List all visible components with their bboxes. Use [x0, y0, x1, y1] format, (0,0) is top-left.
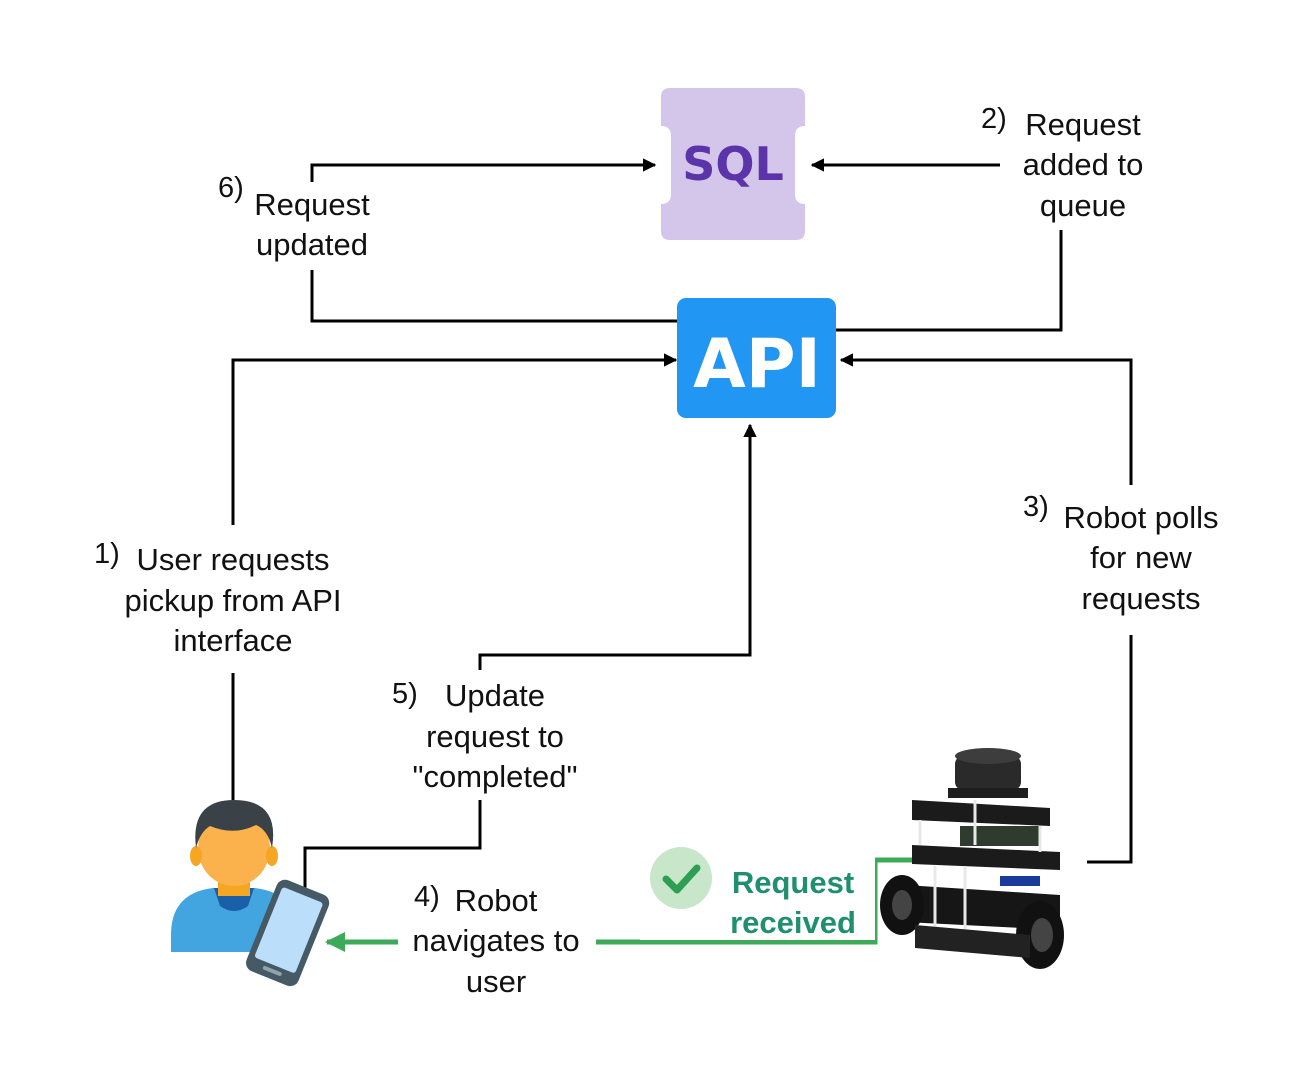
robot-icon — [880, 748, 1064, 969]
step-5-line-1: Update — [445, 678, 545, 713]
sql-database-icon — [661, 88, 805, 240]
step-6-label: 6) Request updated — [218, 172, 370, 262]
check-badge — [650, 847, 712, 909]
step-3-line-1: Robot polls — [1063, 500, 1218, 535]
request-received-status: Request received — [640, 840, 875, 940]
step-1-line-3: interface — [174, 623, 293, 658]
step-2-line-2: added to — [1023, 147, 1144, 182]
step-3-number: 3) — [1023, 491, 1049, 523]
sql-label: SQL — [682, 137, 784, 191]
step-6-line-2: updated — [256, 227, 368, 262]
api-box — [677, 298, 836, 418]
edge-api-to-sql-queue — [810, 158, 1063, 332]
step-5-number: 5) — [392, 678, 418, 710]
step-5-label: 5) Update request to "completed" — [392, 678, 578, 794]
step-1-line-2: pickup from API — [124, 583, 341, 618]
step-4-line-1: Robot — [455, 883, 538, 918]
step-2-label: 2) Request added to queue — [981, 103, 1143, 223]
api-label: API — [693, 325, 821, 404]
step-1-number: 1) — [94, 538, 120, 570]
step-1-label: 1) User requests pickup from API interfa… — [94, 538, 342, 658]
step-3-line-3: requests — [1082, 581, 1201, 616]
check-icon — [662, 864, 701, 894]
step-4-number: 4) — [414, 881, 440, 913]
label-backgrounds — [90, 100, 1240, 998]
step-3-label: 3) Robot polls for new requests — [1023, 491, 1219, 616]
step-4-line-3: user — [466, 964, 526, 999]
status-line-1: Request — [732, 865, 854, 900]
step-6-number: 6) — [218, 172, 244, 204]
step-3-line-2: for new — [1090, 540, 1192, 575]
step-5-line-3: "completed" — [412, 759, 577, 794]
api-node: API — [677, 298, 836, 418]
step-1-line-1: User requests — [137, 542, 330, 577]
step-2-line-3: queue — [1040, 188, 1126, 223]
step-5-line-2: request to — [426, 719, 564, 754]
step-4-label: 4) Robot navigates to user — [412, 881, 579, 999]
user-icon — [171, 800, 297, 952]
status-line-2: received — [730, 905, 856, 940]
phone-icon — [246, 879, 330, 987]
step-2-number: 2) — [981, 103, 1007, 135]
sql-node: SQL — [661, 88, 805, 240]
step-2-line-1: Request — [1025, 107, 1141, 142]
step-4-line-2: navigates to — [412, 923, 579, 958]
step-6-line-1: Request — [254, 187, 370, 222]
